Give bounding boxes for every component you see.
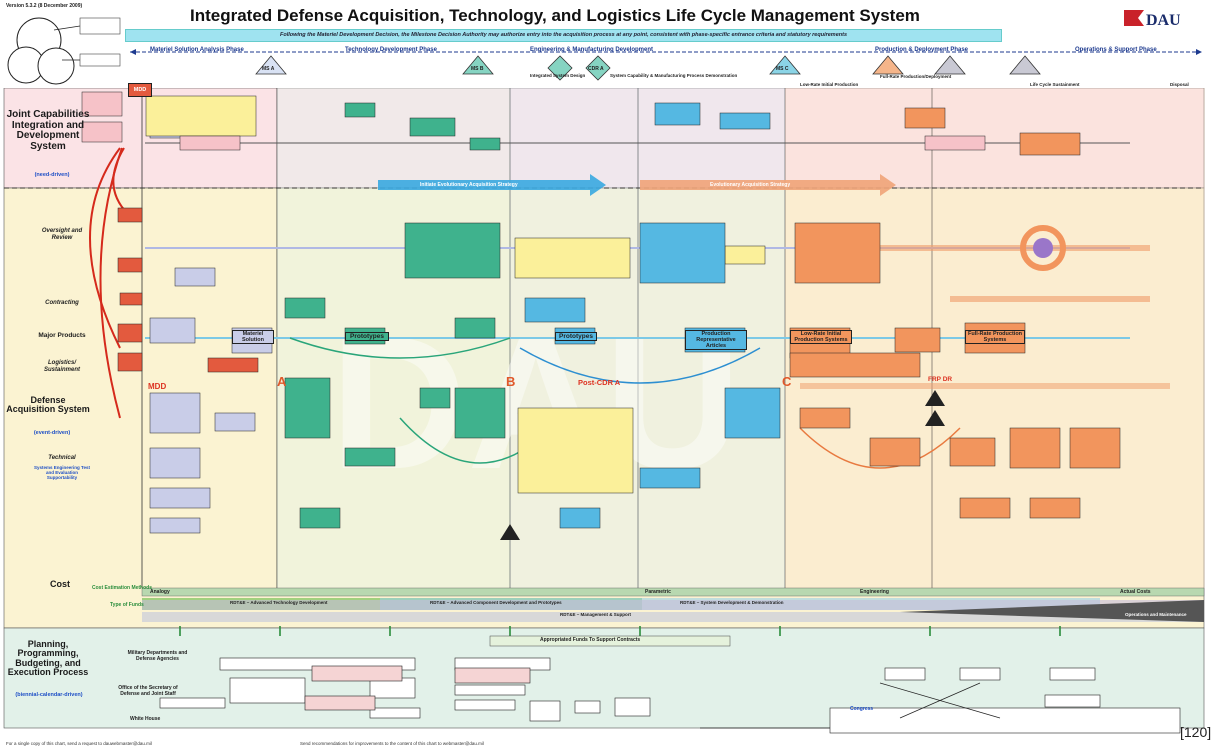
footer-copy-request: For a single copy of this chart, send a … (6, 741, 152, 746)
entry-banner: Following the Materiel Development Decis… (125, 29, 1002, 42)
cost-engineering: Engineering (860, 589, 889, 595)
label-frpd: Full-Rate Production/Deployment (880, 74, 952, 79)
evolutionary-strategy-label: Evolutionary Acquisition Strategy (710, 182, 791, 188)
row-label-major-products: Major Products (38, 332, 86, 339)
row-sublabel-jcids: (need-driven) (34, 172, 70, 178)
appropriated-funds-label: Appropriated Funds To Support Contracts (540, 637, 641, 643)
initiate-strategy-label: Initiate Evolutionary Acquisition Strate… (420, 182, 518, 188)
row-label-ppbe: Planning, Programming, Budgeting, and Ex… (7, 639, 89, 678)
label-lcs: Life Cycle Sustainment (1030, 82, 1080, 87)
label-lrip: Low-Rate Initial Production (800, 82, 859, 87)
phase-msa: Materiel Solution Analysis Phase (150, 47, 244, 53)
mdd-label: MDD (148, 382, 167, 391)
phase-timeline (130, 49, 1202, 81)
main-diagram: DAU (3, 88, 1205, 734)
product-prototypes-td: Prototypes (345, 332, 389, 341)
rdte-atd: RDT&E – Advanced Technology Development (230, 600, 328, 605)
product-frp: Full-Rate Production Systems (965, 330, 1025, 344)
row-label-technical: Technical (48, 455, 76, 461)
row-sublabel-ppbe: (biennial-calendar-driven) (15, 692, 83, 698)
tech-marker-b: B (506, 374, 516, 389)
tech-marker-a: A (277, 374, 287, 389)
row-label-jcids: Joint Capabilities Integration and Devel… (6, 109, 90, 152)
footer-recommendations: Send recommendations for improvements to… (300, 741, 484, 746)
row-label-contracting: Contracting (45, 300, 79, 306)
milestone-b-label: MS B (471, 66, 484, 72)
row-sublabel-das: (event-driven) (33, 430, 71, 436)
product-materiel-solution: Materiel Solution (232, 330, 274, 344)
chart-title: Integrated Defense Acquisition, Technolo… (190, 6, 920, 25)
page-number: [120] (1180, 724, 1212, 740)
rdte-acd: RDT&E – Advanced Component Development a… (430, 600, 562, 605)
type-of-funds-label: Type of Funds (110, 602, 144, 608)
row-sublabel-technical: Systems Engineering Test and Evaluation … (34, 465, 90, 480)
cost-parametric: Parametric (645, 589, 671, 595)
row-label-das: Defense Acquisition System (6, 395, 90, 415)
milestone-a-label: MS A (262, 66, 275, 72)
label-isd: Integrated System Design (530, 73, 586, 78)
label-disposal: Disposal (1170, 82, 1189, 87)
operations-maintenance: Operations and Maintenance (1125, 612, 1187, 617)
product-prototypes-emd: Prototypes (555, 332, 597, 341)
milestone-c-label: MS C (776, 66, 789, 72)
ppbe-osd: Office of the Secretary of Defense and J… (118, 685, 178, 697)
dau-logo: DAU (1120, 6, 1180, 30)
milestone-cdr-a-label: CDR A (588, 66, 604, 72)
ppbe-congress: Congress (850, 706, 874, 712)
product-pra: Production Representative Articles (685, 330, 747, 350)
label-scmpd: System Capability & Manufacturing Proces… (610, 73, 738, 78)
ppbe-white-house: White House (130, 716, 161, 722)
post-cdr-a-label: Post-CDR A (578, 378, 621, 387)
rdte-mgmt: RDT&E – Management & Support (560, 612, 632, 617)
tech-marker-c: C (782, 374, 792, 389)
rdte-sdd: RDT&E – System Development & Demonstrati… (680, 600, 784, 605)
phase-os: Operations & Support Phase (1075, 47, 1157, 53)
cost-actual: Actual Costs (1120, 589, 1151, 595)
version-label: Version 5.3.2 (8 December 2009) (6, 3, 83, 9)
row-label-oversight: Oversight and Review (41, 228, 83, 241)
row-label-logistics: Logistics/ Sustainment (43, 360, 80, 373)
logo-text: DAU (1146, 12, 1180, 29)
phase-pd: Production & Deployment Phase (875, 47, 969, 53)
inset-venn-diagram (7, 17, 121, 85)
frp-dr-label: FRP DR (928, 376, 953, 383)
cost-analogy: Analogy (150, 589, 170, 595)
cost-method-label: Cost Estimation Methods (92, 585, 153, 591)
mdd-diamond: MDD (128, 83, 152, 97)
row-label-cost: Cost (50, 579, 70, 589)
product-lrip: Low-Rate Initial Production Systems (790, 330, 852, 344)
phase-emd: Engineering & Manufacturing Development (530, 47, 654, 53)
phase-td: Technology Development Phase (345, 47, 437, 53)
ppbe-military: Military Departments and Defense Agencie… (127, 650, 188, 662)
